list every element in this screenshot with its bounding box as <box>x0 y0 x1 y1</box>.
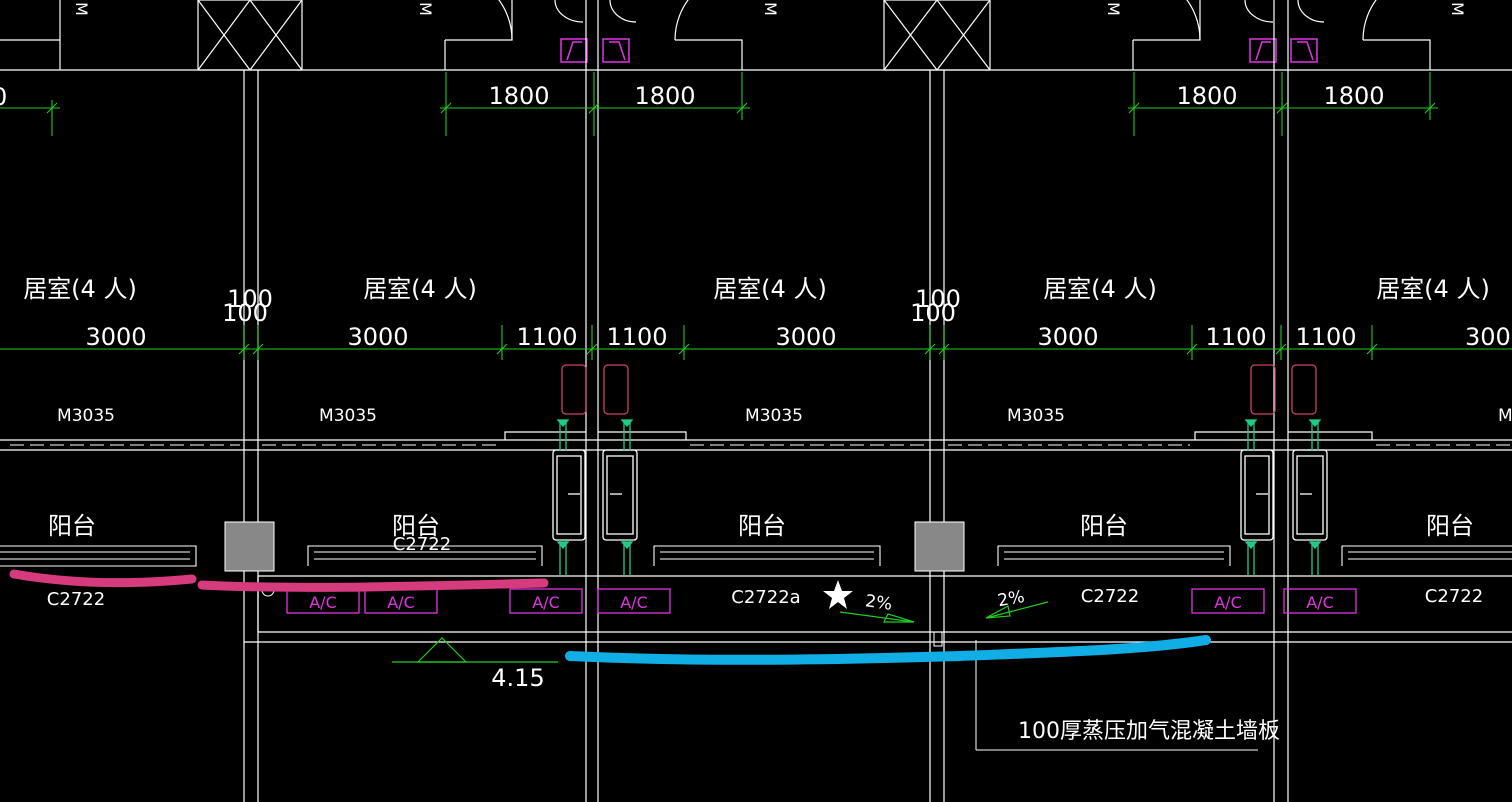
ac-label: A/C <box>309 593 337 612</box>
level-marker <box>392 637 558 663</box>
window-label: C2722a <box>731 587 800 608</box>
room-label: 居室(4 人) <box>1376 275 1490 303</box>
dimension-label: 1100 <box>606 323 667 351</box>
balcony-label: 阳台 <box>48 512 96 540</box>
balcony-label: 阳台 <box>1426 512 1474 540</box>
door-label: M3035 <box>319 406 377 426</box>
ac-boxes <box>286 588 1357 614</box>
ac-label: A/C <box>620 593 648 612</box>
wall-dimension-label: 100 <box>222 299 268 327</box>
dimension-label: 1100 <box>1295 323 1356 351</box>
pink-cabinets <box>561 364 1317 415</box>
dimension-lines <box>0 72 1512 360</box>
dimension-label: 3000 <box>1037 323 1098 351</box>
door-label: M3035 <box>57 406 115 426</box>
room-label: 居室(4 人) <box>23 275 137 303</box>
room-label: 居室(4 人) <box>363 275 477 303</box>
wall-panel-note: 100厚蒸压加气混凝土墙板 <box>1018 719 1280 744</box>
top-fixtures <box>560 38 1318 63</box>
dimension-label: 0 <box>0 83 7 111</box>
locker-units <box>552 449 1328 541</box>
ac-label: A/C <box>387 593 415 612</box>
door-label: M3035 <box>745 406 803 426</box>
dimension-label: 3000 <box>775 323 836 351</box>
window-label: C2722 <box>1081 586 1139 607</box>
door-label: M3035 <box>1007 406 1065 426</box>
top-cut-label: M <box>72 2 91 16</box>
ac-label: A/C <box>532 593 560 612</box>
dimension-label: 3000 <box>85 323 146 351</box>
drain-icon <box>933 631 943 647</box>
pink-highlight-stroke <box>9 569 549 592</box>
window-label: C2722 <box>393 534 451 555</box>
balcony-railings <box>0 545 1512 567</box>
top-cut-label: M <box>416 2 435 16</box>
dimension-label: 1100 <box>1205 323 1266 351</box>
door-label: M <box>1498 406 1512 426</box>
dimension-label: 1800 <box>1176 82 1237 110</box>
level-label: 4.15 <box>491 664 544 692</box>
top-cut-labels: M M M M M <box>72 2 1467 16</box>
dimension-label: 1800 <box>634 82 695 110</box>
pipes <box>556 419 1322 576</box>
dimension-label: 300 <box>1465 323 1511 351</box>
star-icon <box>823 580 853 609</box>
blue-highlight-stroke <box>565 635 1211 665</box>
ac-label: A/C <box>1306 593 1334 612</box>
top-cut-label: M <box>1448 2 1467 16</box>
wall-dimension-label: 100 <box>910 299 956 327</box>
dimension-label: 1100 <box>516 323 577 351</box>
balcony-label: 阳台 <box>738 512 786 540</box>
ac-label: A/C <box>1214 593 1242 612</box>
top-cut-label: M <box>761 2 780 16</box>
slope-label: 2% <box>996 587 1026 611</box>
wall-dimension-label: 100 <box>227 285 273 313</box>
balcony-label: 阳台 <box>392 512 440 540</box>
wall-dimension-label: 100 <box>915 285 961 313</box>
upper-rooms-edge <box>0 0 1512 71</box>
window-label: C2722 <box>47 589 105 610</box>
slope-label: 2% <box>864 591 894 615</box>
slope-arrows <box>839 601 1049 623</box>
dimension-label: 1800 <box>488 82 549 110</box>
dimension-label: 3000 <box>347 323 408 351</box>
equipment-block <box>914 521 965 572</box>
top-cut-label: M <box>1104 2 1123 16</box>
balcony-label: 阳台 <box>1080 512 1128 540</box>
window-label: C2722 <box>1425 586 1483 607</box>
dimension-label: 1800 <box>1323 82 1384 110</box>
room-label: 居室(4 人) <box>1043 275 1157 303</box>
equipment-block <box>224 521 275 572</box>
room-label: 居室(4 人) <box>713 275 827 303</box>
